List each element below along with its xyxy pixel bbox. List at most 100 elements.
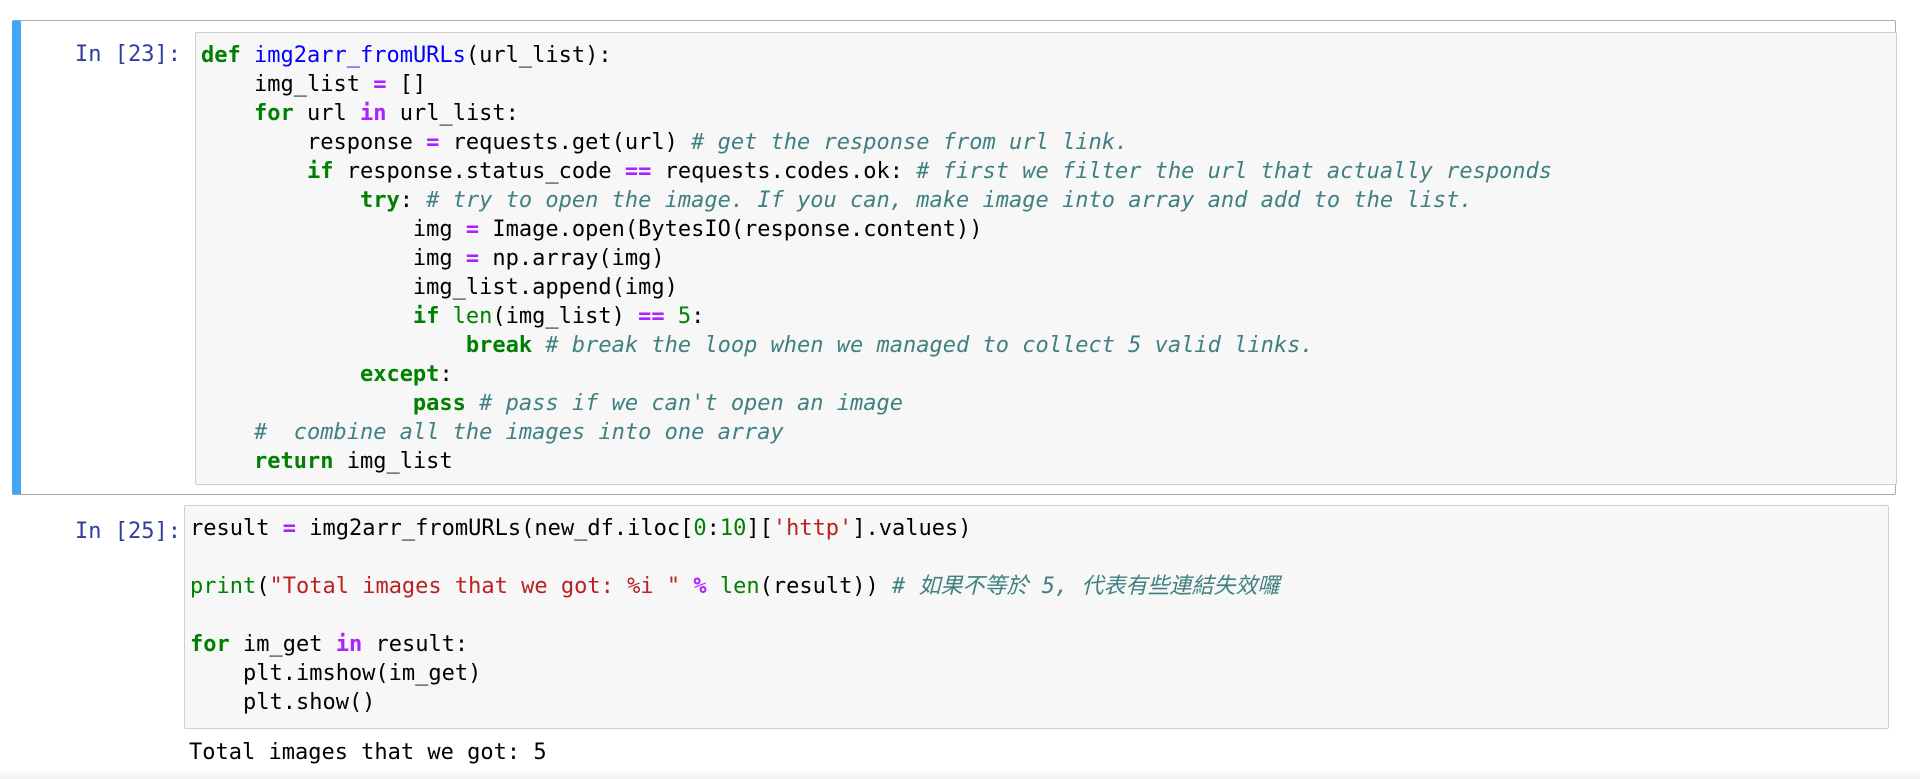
code-token xyxy=(201,333,466,358)
comment-token: # combine all the images into one array xyxy=(253,420,784,445)
code-token: Image.open(BytesIO(response.content)) xyxy=(479,217,983,242)
code-token xyxy=(201,159,307,184)
code-line: for im_get in result: xyxy=(190,632,468,657)
code-text[interactable]: result = img2arr_fromURLs(new_df.iloc[0:… xyxy=(185,506,1888,717)
code-token xyxy=(466,391,479,416)
code-line: if response.status_code == requests.code… xyxy=(201,159,1552,184)
keyword-token: except xyxy=(359,362,440,387)
comment-token: # get the response from url link. xyxy=(691,130,1129,155)
input-prompt: In [23]: xyxy=(75,42,181,67)
code-token xyxy=(201,188,360,213)
code-token xyxy=(707,574,720,599)
keyword-token: if xyxy=(306,159,334,184)
operator-token: = xyxy=(465,246,480,271)
code-line: print("Total images that we got: %i " % … xyxy=(190,574,1280,599)
operator-token: == xyxy=(638,304,665,329)
builtin-token: len xyxy=(452,304,493,329)
code-token: img xyxy=(201,246,466,271)
code-line: response = requests.get(url) # get the r… xyxy=(201,130,1128,155)
code-token xyxy=(201,391,413,416)
comment-token: # first we filter the url that actually … xyxy=(916,159,1553,184)
code-token: plt.imshow(im_get) xyxy=(190,661,482,686)
code-token: ].values) xyxy=(852,516,972,541)
code-cell-23[interactable]: In [23]: def img2arr_fromURLs(url_list):… xyxy=(12,20,1897,495)
code-line: img = Image.open(BytesIO(response.conten… xyxy=(201,217,983,242)
operator-token: in xyxy=(359,101,387,126)
code-editor[interactable]: result = img2arr_fromURLs(new_df.iloc[0:… xyxy=(184,505,1889,729)
code-token xyxy=(201,449,254,474)
code-token xyxy=(241,43,254,68)
code-token: response.status_code xyxy=(333,159,625,184)
code-line: result = img2arr_fromURLs(new_df.iloc[0:… xyxy=(190,516,972,541)
code-token: requests.codes.ok: xyxy=(651,159,917,184)
operator-token: = xyxy=(465,217,480,242)
operator-token: in xyxy=(335,632,363,657)
code-token: img xyxy=(201,217,466,242)
code-line: img = np.array(img) xyxy=(201,246,665,271)
keyword-token: if xyxy=(412,304,440,329)
code-line: plt.show() xyxy=(190,690,375,715)
code-line: def img2arr_fromURLs(url_list): xyxy=(201,43,612,68)
keyword-token: return xyxy=(253,449,334,474)
code-token: url_list: xyxy=(386,101,519,126)
code-editor[interactable]: def img2arr_fromURLs(url_list): img_list… xyxy=(195,32,1897,485)
code-token: url xyxy=(293,101,360,126)
string-token: 'http' xyxy=(772,516,853,541)
builtin-token: len xyxy=(719,574,760,599)
code-token: img2arr_fromURLs(new_df.iloc[ xyxy=(295,516,694,541)
code-line: plt.imshow(im_get) xyxy=(190,661,481,686)
operator-token: == xyxy=(624,159,652,184)
operator-token: = xyxy=(282,516,296,541)
code-text[interactable]: def img2arr_fromURLs(url_list): img_list… xyxy=(196,33,1896,476)
code-token: [] xyxy=(386,72,427,97)
comment-token: # 如果不等於 5, 代表有些連結失效囉 xyxy=(892,574,1280,599)
code-token: ][ xyxy=(746,516,773,541)
code-token xyxy=(201,362,360,387)
code-token xyxy=(439,304,452,329)
operator-token: % xyxy=(693,574,707,599)
code-token: img_list.append(img) xyxy=(201,275,678,300)
comment-token: # try to open the image. If you can, mak… xyxy=(426,188,1473,213)
number-token: 5 xyxy=(677,304,692,329)
code-line: pass # pass if we can't open an image xyxy=(201,391,903,416)
code-token: requests.get(url) xyxy=(439,130,692,155)
string-token: "Total images that we got: %i " xyxy=(269,574,681,599)
code-line: break # break the loop when we managed t… xyxy=(201,333,1314,358)
code-line: img_list = [] xyxy=(201,72,426,97)
code-line: except: xyxy=(201,362,453,387)
code-token: response xyxy=(201,130,427,155)
code-token: : xyxy=(439,362,453,387)
code-line: return img_list xyxy=(201,449,453,474)
code-token: result: xyxy=(362,632,469,657)
code-token xyxy=(680,574,693,599)
code-token: : xyxy=(706,516,720,541)
code-line: img_list.append(img) xyxy=(201,275,678,300)
operator-token: = xyxy=(426,130,440,155)
number-token: 0 xyxy=(693,516,707,541)
keyword-token: try xyxy=(359,188,400,213)
operator-token: = xyxy=(373,72,387,97)
code-token: : xyxy=(691,304,705,329)
code-line: if len(img_list) == 5: xyxy=(201,304,704,329)
code-token: np.array(img) xyxy=(479,246,665,271)
code-token: ( xyxy=(256,574,270,599)
code-line: try: # try to open the image. If you can… xyxy=(201,188,1473,213)
input-prompt: In [25]: xyxy=(75,519,181,544)
keyword-token: for xyxy=(190,632,230,657)
code-cell-25[interactable]: In [25]: result = img2arr_fromURLs(new_d… xyxy=(12,500,1896,779)
code-token: result xyxy=(190,516,283,541)
keyword-token: break xyxy=(465,333,533,358)
keyword-token: pass xyxy=(412,391,466,416)
code-line: for url in url_list: xyxy=(201,101,519,126)
code-token: img_list xyxy=(201,72,374,97)
code-token: (img_list) xyxy=(492,304,639,329)
number-token: 10 xyxy=(719,516,747,541)
comment-token: # pass if we can't open an image xyxy=(479,391,903,416)
builtin-token: print xyxy=(190,574,257,599)
code-token xyxy=(201,304,413,329)
cell-output: Total images that we got: 5 xyxy=(189,740,547,765)
code-token xyxy=(532,333,545,358)
keyword-token: for xyxy=(253,101,294,126)
keyword-token: def xyxy=(201,43,241,68)
code-token xyxy=(201,420,254,445)
